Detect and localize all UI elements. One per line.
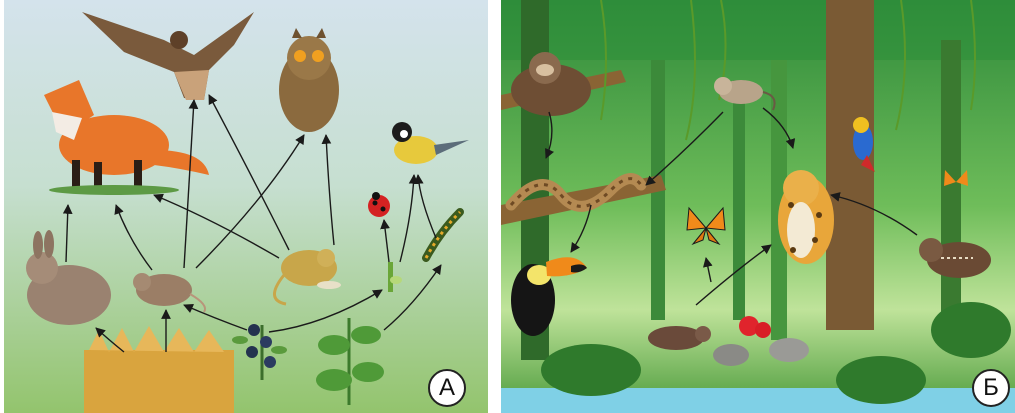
- panel-label-b: Б: [972, 369, 1010, 407]
- panel-a-illustration: [4, 0, 488, 413]
- meadow-background: [4, 0, 488, 413]
- panel-label-a: А: [428, 369, 466, 407]
- panel-a-food-web: А: [4, 0, 488, 413]
- panel-b-illustration: [501, 0, 1015, 413]
- panel-b-food-web: Б: [501, 0, 1015, 413]
- canopy: [501, 0, 1015, 60]
